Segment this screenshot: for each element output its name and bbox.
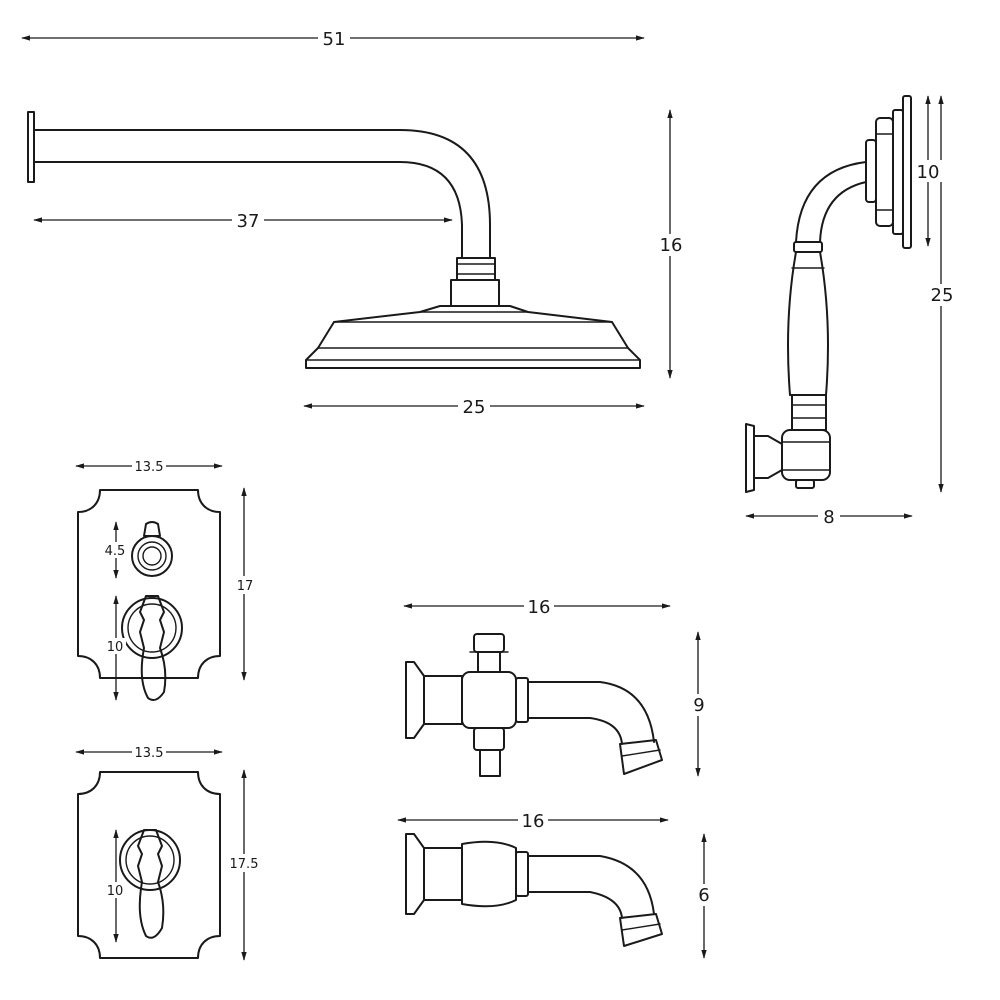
- hand-shower: [745, 95, 912, 493]
- hand-shower-bottom: [781, 429, 831, 481]
- hose-inner: [819, 181, 867, 243]
- diverter-top-knob: [473, 633, 505, 653]
- diverter-knob: [131, 535, 173, 577]
- wall-flange: [27, 111, 35, 183]
- mixer-lever-rosette: [119, 829, 181, 891]
- label-handshower-height: 25: [931, 285, 954, 306]
- arm-bottom-edge: [33, 161, 463, 259]
- mixer-plate-outline: [77, 771, 221, 959]
- label-arm-length: 37: [237, 211, 260, 232]
- label-mixer-plate-width: 13.5: [135, 746, 164, 761]
- elbow-plate: [745, 423, 755, 493]
- simple-spout-outlet: [619, 913, 663, 947]
- diverter-lever: [139, 595, 167, 701]
- label-diverter-knob: 4.5: [105, 544, 126, 559]
- diverter-plate: [77, 489, 221, 701]
- arm-top-edge: [33, 129, 491, 259]
- spout-arc-top: [527, 681, 655, 743]
- connector-nut: [456, 257, 496, 281]
- label-handshower-depth: 8: [823, 507, 834, 528]
- label-spout-length: 16: [522, 811, 545, 832]
- diverter-spout: [405, 633, 663, 777]
- label-diverter-plate-height: 17: [237, 579, 254, 594]
- mixer-plate: [77, 771, 221, 959]
- holder-wall-plate: [902, 95, 912, 249]
- simple-spout-flange: [405, 833, 425, 915]
- diverter-bottom-outlet: [479, 749, 501, 777]
- label-mixer-plate-height: 17.5: [230, 857, 259, 872]
- label-head-diameter: 25: [463, 397, 486, 418]
- label-diverter-spout-length: 16: [528, 597, 551, 618]
- hose-outer: [795, 161, 867, 243]
- label-diverter-spout-height: 9: [693, 695, 704, 716]
- label-handshower-holder: 10: [917, 162, 940, 183]
- diverter-plate-outline: [77, 489, 221, 679]
- label-overall-width: 51: [323, 29, 346, 50]
- label-arm-drop: 16: [660, 235, 683, 256]
- label-diverter-lever: 10: [107, 640, 124, 655]
- simple-spout: [405, 833, 663, 947]
- shower-head: [305, 305, 641, 369]
- head-neck: [450, 279, 500, 307]
- simple-spout-arc-top: [527, 855, 655, 915]
- spout-flange: [405, 661, 425, 739]
- simple-spout-body: [461, 840, 517, 908]
- diverter-knob-top: [143, 521, 161, 537]
- spout-arc-bottom: [527, 717, 623, 745]
- mixer-lever: [137, 829, 165, 939]
- label-diverter-plate-width: 13.5: [135, 460, 164, 475]
- hand-shower-handle: [787, 251, 829, 396]
- label-mixer-lever: 10: [107, 884, 124, 899]
- spout-outlet: [619, 739, 663, 775]
- dimension-labels: 51 37 16 25 10 25 8 13.5 17 4.5 10 13.5 …: [102, 28, 956, 906]
- label-spout-height: 6: [698, 885, 709, 906]
- diverter-body: [461, 671, 517, 729]
- diverter-lever-rosette: [121, 597, 183, 659]
- shower-arm-and-head: [27, 111, 641, 369]
